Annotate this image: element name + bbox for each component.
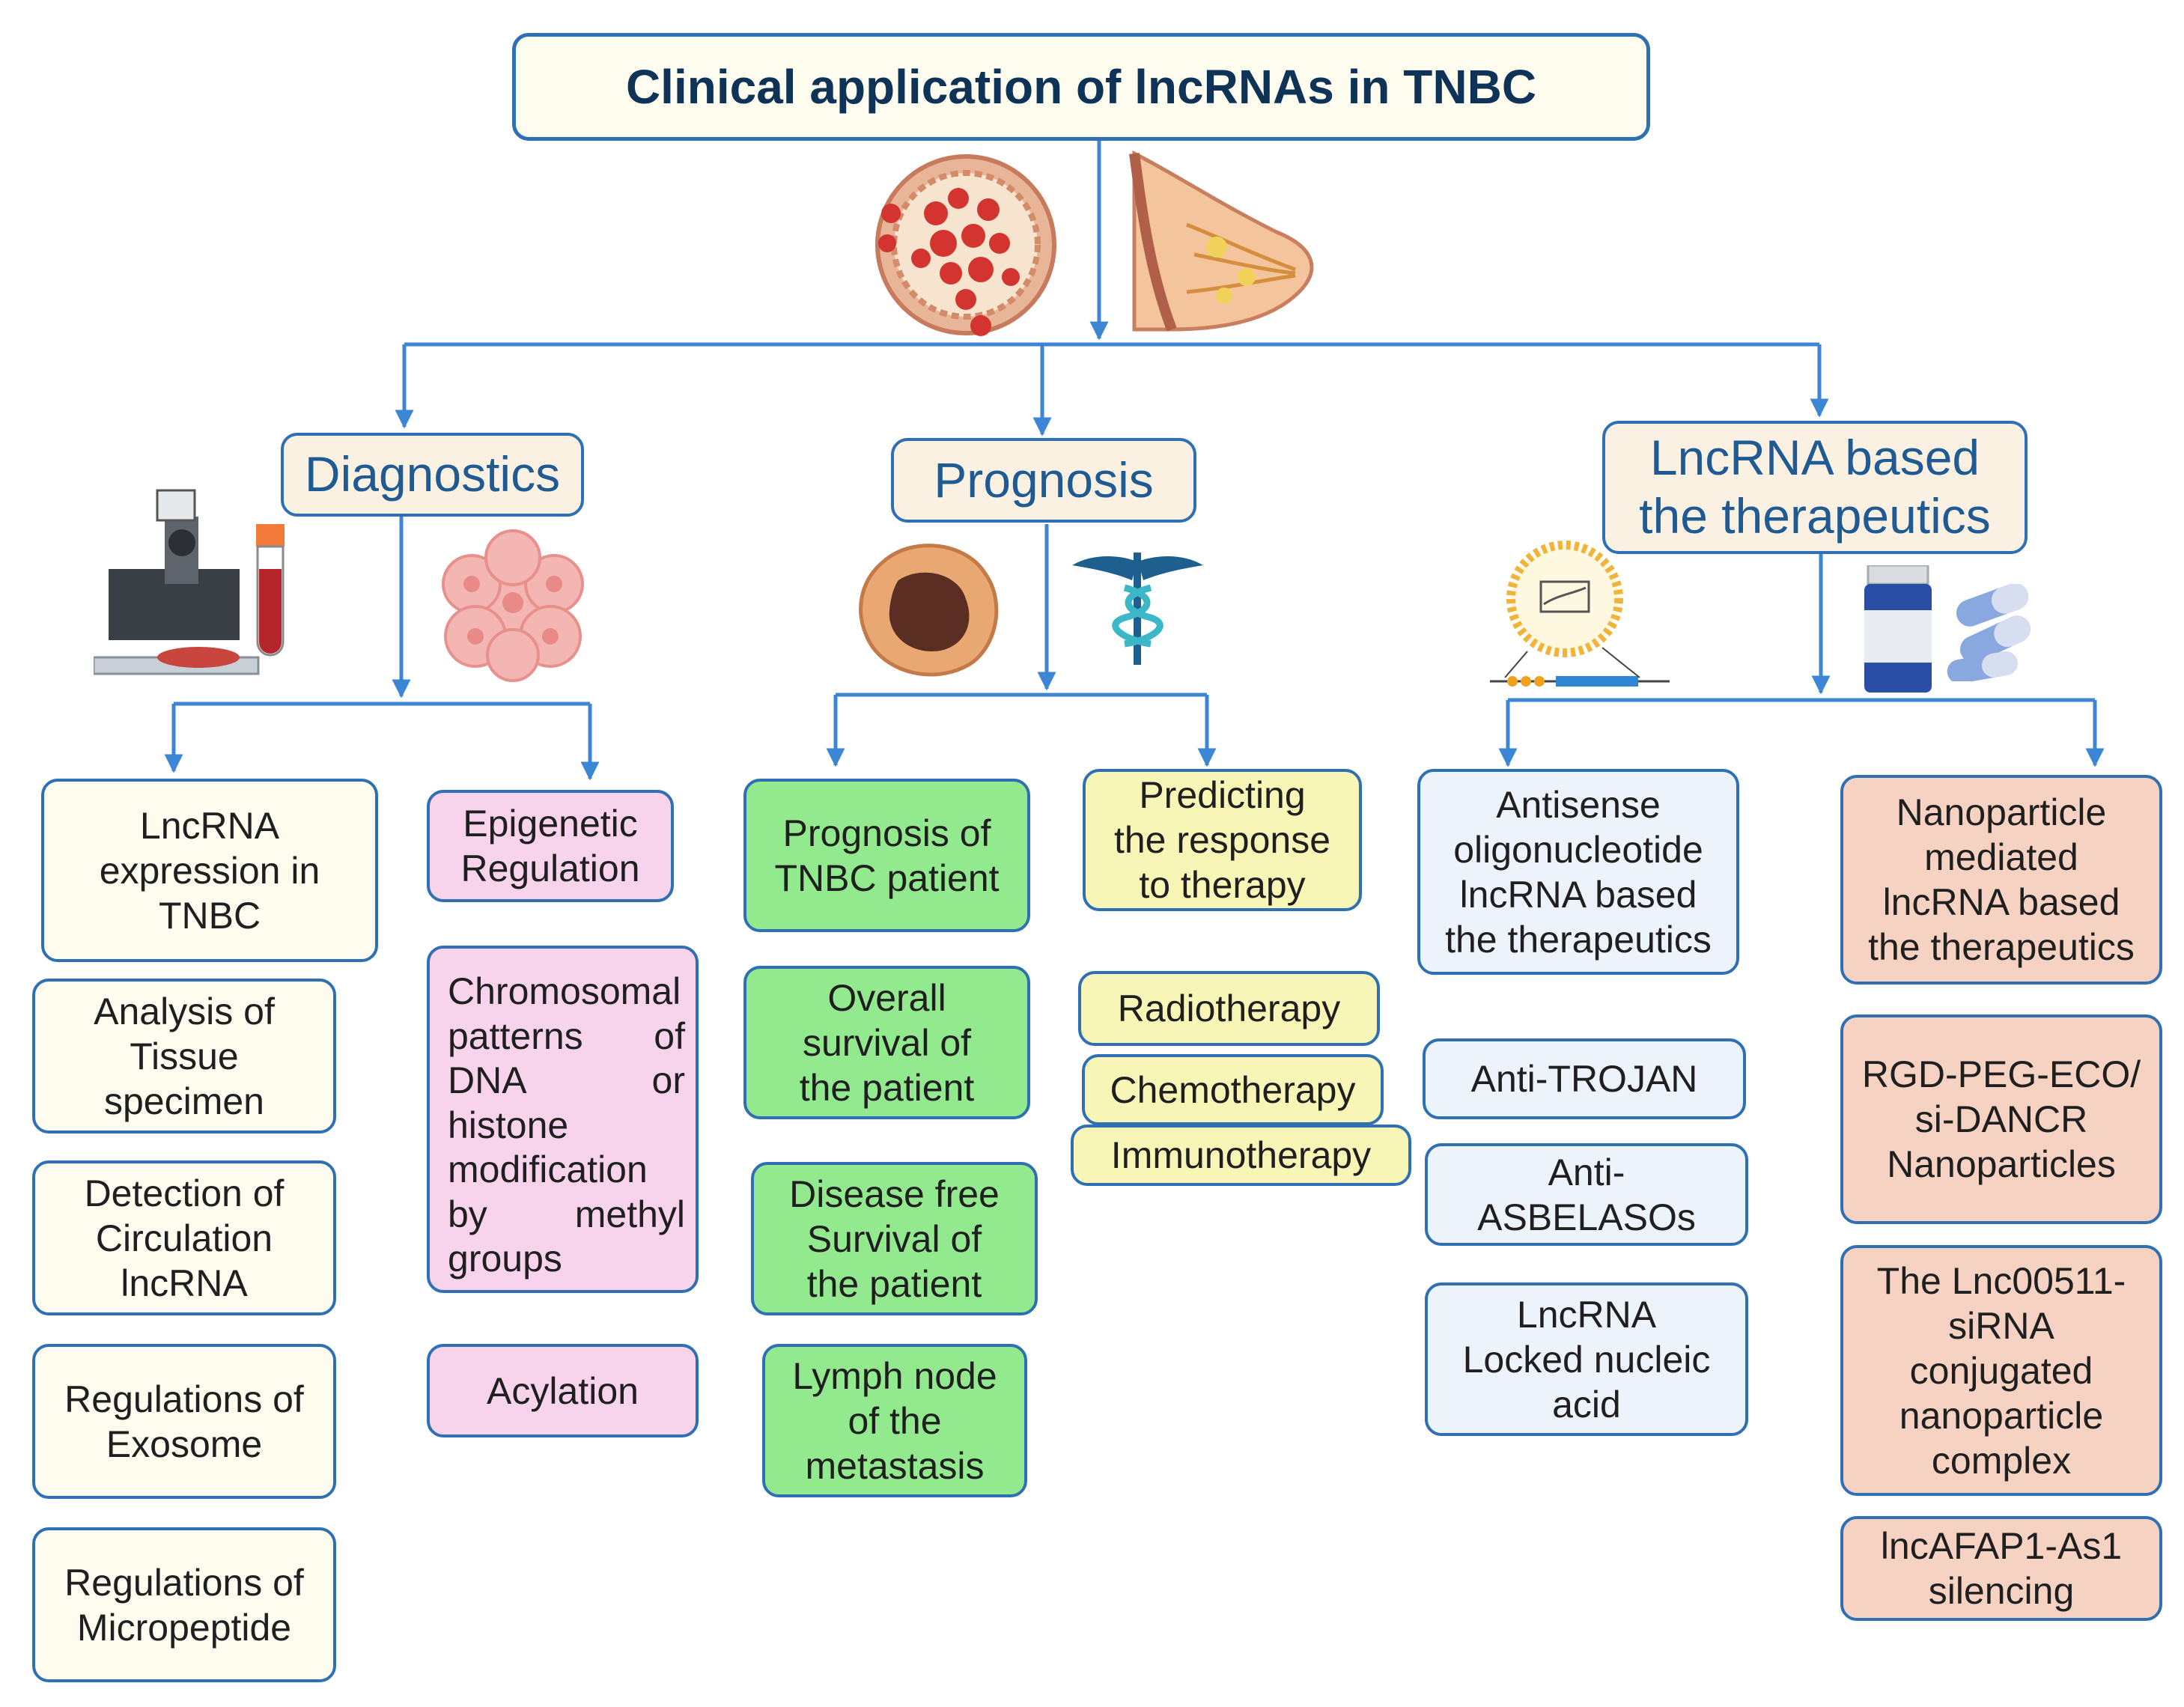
- box-anti-trojan: Anti-TROJAN: [1423, 1038, 1746, 1119]
- box-chromosomal-patterns: Chromosomal patterns of DNA or histone m…: [427, 946, 699, 1293]
- diagram-title: Clinical application of lncRNAs in TNBC: [512, 33, 1650, 141]
- liposome-icon: [1490, 541, 1670, 687]
- pills-icon: [1947, 584, 2031, 681]
- box-immunotherapy: Immunotherapy: [1071, 1125, 1411, 1186]
- box-anti-asbelasos: Anti- ASBELASOs: [1425, 1143, 1748, 1246]
- box-regulations-exosome: Regulations of Exosome: [32, 1344, 336, 1499]
- box-regulations-micropeptide: Regulations of Micropeptide: [32, 1527, 336, 1682]
- box-lncafap1-as1: lncAFAP1-As1 silencing: [1840, 1516, 2162, 1621]
- caduceus-icon: [1072, 553, 1203, 665]
- box-nanoparticle-mediated: Nanoparticle mediated lncRNA based the t…: [1840, 775, 2162, 985]
- chromosomal-patterns-text: Chromosomal patterns of DNA or histone m…: [448, 970, 685, 1280]
- box-detection-circulation: Detection of Circulation lncRNA: [32, 1160, 336, 1315]
- box-analysis-tissue: Analysis of Tissue specimen: [32, 979, 336, 1134]
- box-prognosis-tnbc: Prognosis of TNBC patient: [743, 779, 1030, 932]
- medicine-bottle-icon: [1864, 565, 1932, 693]
- blood-tube-icon: [256, 524, 285, 657]
- header-therapeutics: LncRNA based the therapeutics: [1602, 421, 2028, 554]
- header-prognosis: Prognosis: [891, 438, 1196, 523]
- box-overall-survival: Overall survival of the patient: [743, 966, 1030, 1119]
- tumor-mass-icon: [859, 544, 999, 677]
- tumor-cross-section-illustration: [875, 154, 1056, 336]
- box-antisense-oligonucleotide: Antisense oligonucleotide lncRNA based t…: [1417, 769, 1739, 975]
- box-radiotherapy: Radiotherapy: [1078, 971, 1380, 1046]
- box-lnc00511-sirna: The Lnc00511- siRNA conjugated nanoparti…: [1840, 1245, 2162, 1496]
- header-diagnostics: Diagnostics: [281, 433, 584, 517]
- box-chemotherapy: Chemotherapy: [1082, 1054, 1384, 1125]
- breast-anatomy-illustration: [1129, 150, 1314, 332]
- tissue-cells-icon: [442, 529, 584, 682]
- box-rgd-peg-eco: RGD-PEG-ECO/ si-DANCR Nanoparticles: [1840, 1014, 2162, 1224]
- box-acylation: Acylation: [427, 1344, 699, 1437]
- box-predicting-response: Predicting the response to therapy: [1083, 769, 1362, 911]
- box-lymph-node: Lymph node of the metastasis: [762, 1344, 1027, 1497]
- box-lncrna-expression: LncRNA expression in TNBC: [41, 779, 378, 962]
- box-locked-nucleic-acid: LncRNA Locked nucleic acid: [1425, 1282, 1748, 1436]
- box-disease-free-survival: Disease free Survival of the patient: [751, 1162, 1038, 1315]
- box-epigenetic-regulation: Epigenetic Regulation: [427, 790, 674, 902]
- microscope-icon: [94, 489, 260, 675]
